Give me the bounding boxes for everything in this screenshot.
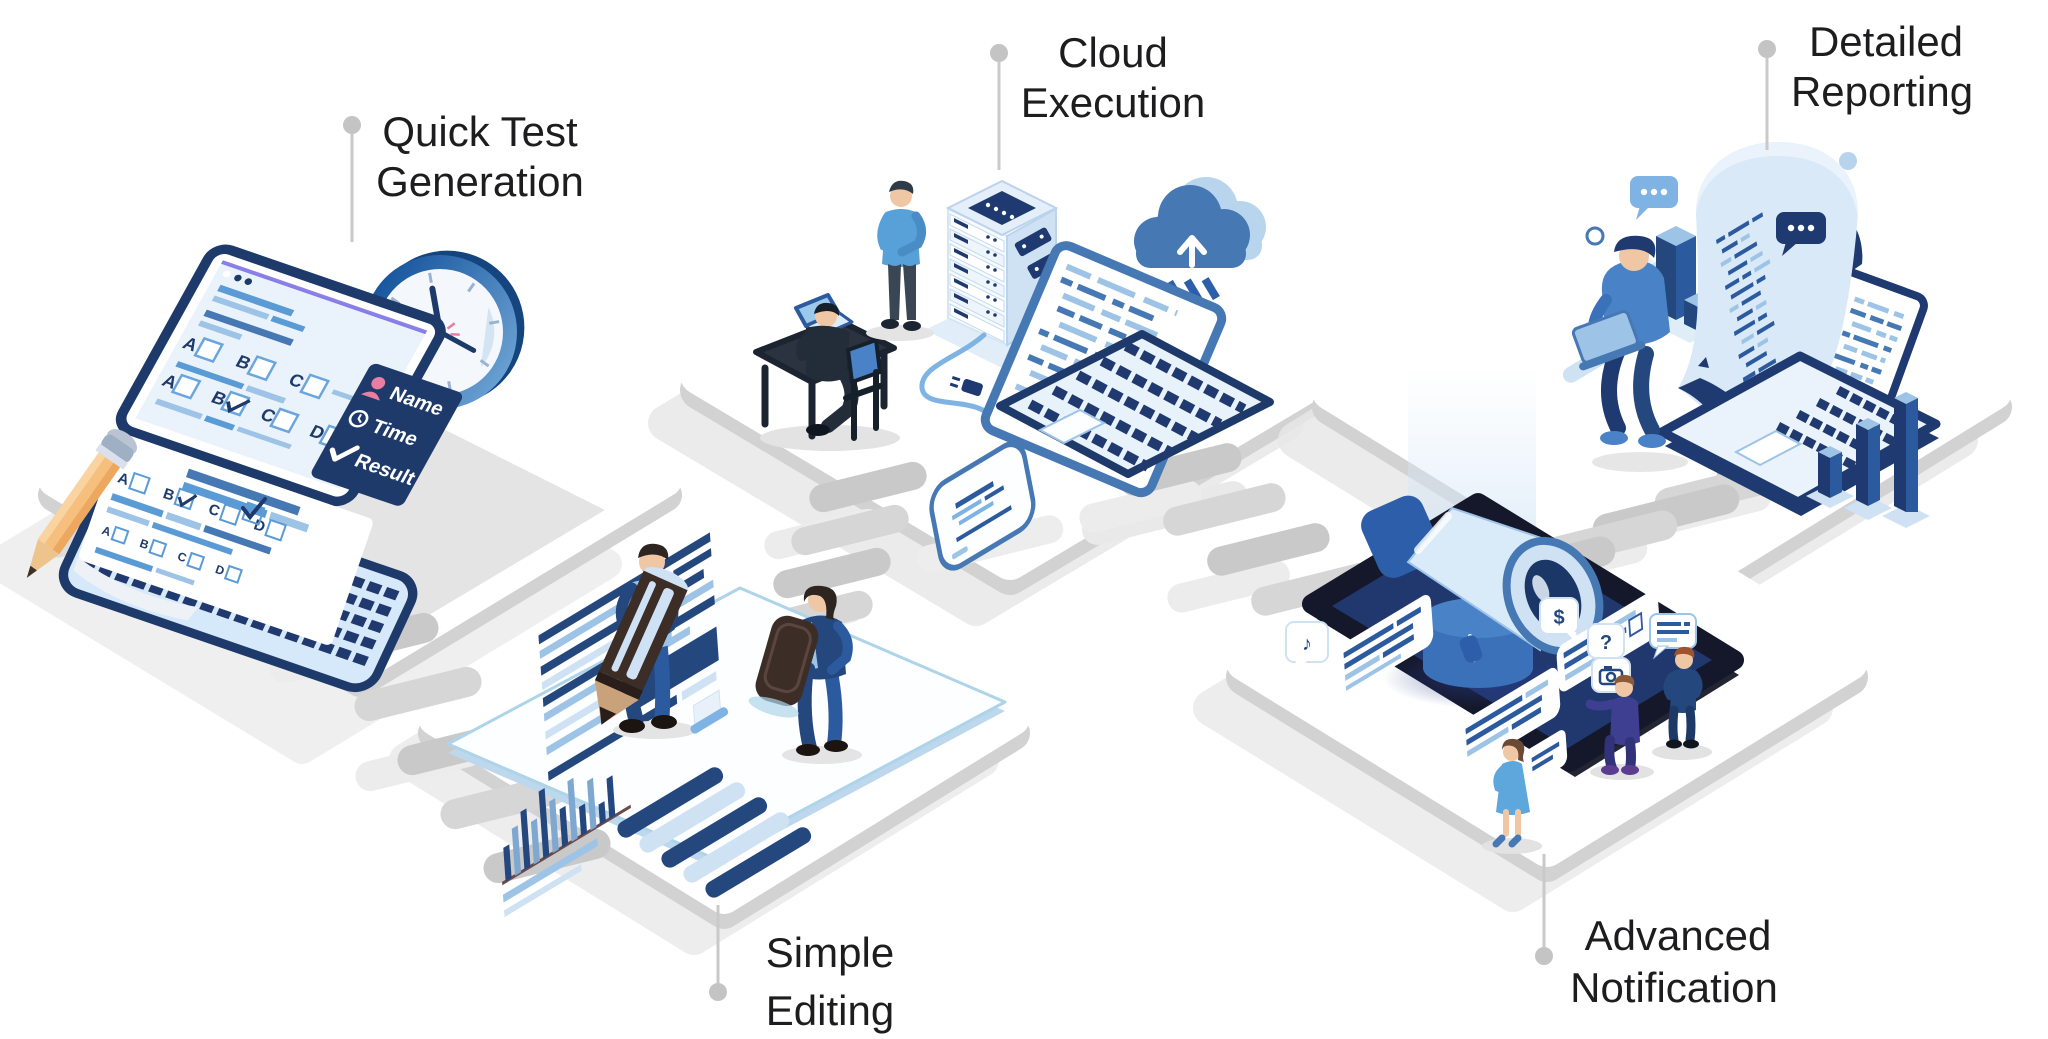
drawn-check	[241, 497, 267, 526]
chat-bubble-small	[1524, 730, 1568, 800]
scene-cloud-execution	[753, 177, 1274, 571]
server-unit-rows	[949, 213, 1005, 343]
speech-bubble-light	[1630, 176, 1678, 220]
dollar-bubble-icon: $	[1539, 597, 1579, 644]
question-bubble-icon: ?	[1587, 623, 1625, 659]
label-dot	[709, 983, 727, 1001]
giant-pencil-icon	[594, 567, 688, 725]
lap-laptop	[1571, 310, 1646, 371]
answer-sheet: A B C D A B C D	[73, 434, 373, 645]
label-text: Advanced	[1585, 912, 1772, 959]
sheet-answer-row-2: A B C D	[100, 523, 243, 584]
code-laptop	[980, 241, 1274, 498]
pencil	[26, 429, 138, 578]
touchpad	[1733, 429, 1803, 467]
label-dot	[343, 116, 361, 134]
label-text: Detailed	[1809, 18, 1963, 65]
music-bubble-icon: ♪	[1285, 621, 1329, 674]
scene-simple-editing	[446, 532, 1007, 918]
label-simple-editing: Simple Editing	[709, 905, 894, 1034]
seated-developer	[1562, 235, 1688, 472]
label-text: Cloud	[1058, 29, 1168, 76]
person-woman-dress	[1482, 738, 1542, 854]
label-text: Notification	[1570, 964, 1778, 1011]
question-icon: ?	[1600, 632, 1612, 654]
touchpad	[1037, 408, 1107, 445]
tablet-device	[929, 441, 1036, 571]
document-bar-chart	[502, 775, 631, 918]
pencil-ink-mark	[690, 707, 729, 734]
keyboard-keys	[1027, 341, 1247, 472]
user-icon	[360, 377, 386, 401]
circle-decoration	[1585, 226, 1605, 246]
chat-bubble-3	[1458, 667, 1561, 770]
speech-bubble-dark	[1776, 212, 1826, 256]
check-icon	[329, 445, 360, 462]
eraser-icon	[748, 615, 819, 718]
label-text: Execution	[1021, 79, 1205, 126]
steps-connector-2	[746, 461, 927, 646]
person-navy-suit	[1652, 646, 1712, 760]
scene-detailed-reporting	[1562, 142, 1941, 528]
document-header-block	[630, 626, 719, 712]
3d-bar-chart-icon	[1806, 392, 1930, 528]
stripe-decoration	[617, 767, 812, 898]
label-advanced-notification: Advanced Notification	[1535, 854, 1778, 1011]
person-purple-suit	[1585, 674, 1654, 780]
scene-quick-test-generation: A B C A B C D	[26, 244, 525, 693]
label-dot	[1535, 947, 1553, 965]
office-chair	[843, 338, 883, 441]
label-text: Editing	[766, 987, 894, 1034]
info-badge: Name Time Result	[311, 363, 463, 506]
check-icon	[177, 494, 198, 508]
label-text: Quick Test	[382, 108, 578, 155]
check-icon	[226, 399, 251, 414]
label-dot	[990, 44, 1008, 62]
clock-icon	[348, 409, 369, 428]
scene-advanced-notification: ♪ $ ?	[1285, 366, 1744, 854]
arrow-decoration	[1698, 357, 1709, 368]
label-cloud-execution: Cloud Execution	[990, 29, 1205, 170]
standing-person	[866, 180, 934, 341]
label-detailed-reporting: Detailed Reporting	[1758, 18, 1973, 150]
label-dot	[1758, 40, 1776, 58]
dollar-icon: $	[1553, 607, 1564, 629]
label-quick-test-generation: Quick Test Generation	[343, 108, 584, 242]
cloud-upload-icon	[1134, 177, 1266, 303]
music-note-icon: ♪	[1302, 633, 1312, 655]
label-text: Reporting	[1791, 68, 1973, 115]
label-text: Simple	[766, 929, 894, 976]
power-plug	[949, 375, 983, 397]
dot-decoration	[1839, 152, 1857, 170]
chat-bubble-1	[1336, 594, 1434, 696]
chat-bubble-floating	[1649, 613, 1697, 660]
label-text: Generation	[376, 158, 584, 205]
